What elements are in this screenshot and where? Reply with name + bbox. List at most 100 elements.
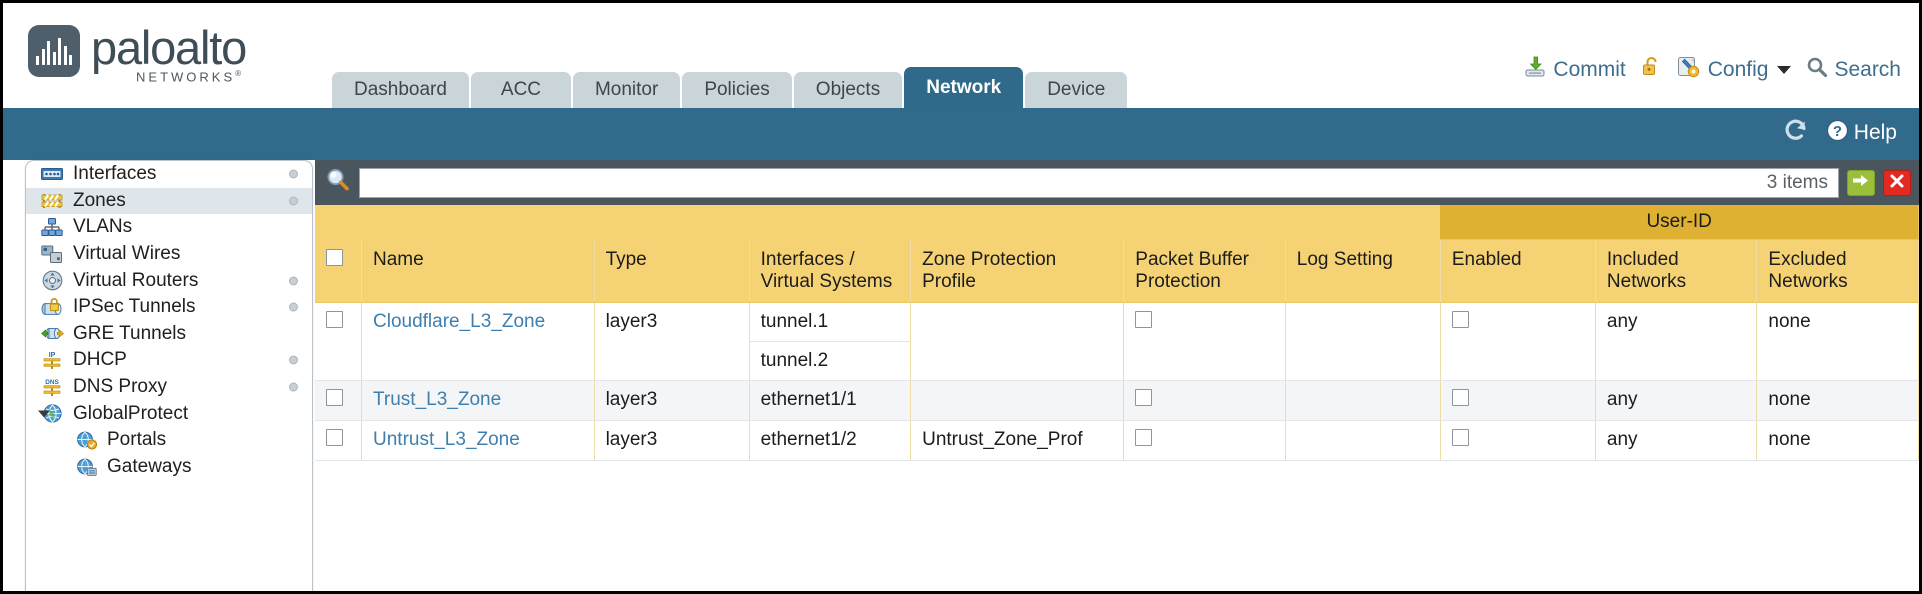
tab-acc[interactable]: ACC [470, 72, 571, 108]
cell-interfaces: tunnel.1 tunnel.2 [749, 302, 912, 381]
column-header-zone-protection[interactable]: Zone Protection Profile [910, 239, 1125, 303]
group-header-userid: User-ID [1440, 205, 1919, 240]
cell-included-networks: any [1595, 302, 1758, 381]
packet-buffer-checkbox[interactable] [1135, 311, 1153, 328]
sidebar-item-vlans[interactable]: VLANs [26, 214, 312, 241]
portals-icon [74, 430, 98, 450]
userid-enabled-checkbox[interactable] [1451, 311, 1469, 328]
config-menu[interactable]: Config [1677, 55, 1792, 85]
sidebar-status-dot [289, 355, 298, 365]
cell-userid-enabled[interactable] [1440, 420, 1596, 461]
table-row[interactable]: Cloudflare_L3_Zone layer3 tunnel.1 tunne… [315, 302, 1919, 381]
sidebar-item-virtual-wires[interactable]: Virtual Wires [26, 241, 312, 268]
sidebar-item-gateways[interactable]: Gateways [26, 454, 312, 481]
column-header-excluded[interactable]: Excluded Networks [1756, 239, 1919, 303]
commit-button[interactable]: Commit [1523, 55, 1626, 85]
zone-name-link[interactable]: Untrust_L3_Zone [373, 429, 520, 450]
column-header-packet-buffer[interactable]: Packet Buffer Protection [1123, 239, 1286, 303]
interfaces-icon [40, 164, 64, 184]
context-toolbar-band: ? Help [3, 108, 1919, 160]
packet-buffer-checkbox[interactable] [1135, 429, 1153, 446]
cell-name[interactable]: Untrust_L3_Zone [361, 420, 595, 461]
refresh-icon[interactable] [1782, 118, 1810, 148]
tab-device[interactable]: Device [1025, 72, 1128, 108]
packet-buffer-checkbox[interactable] [1135, 389, 1153, 406]
tab-objects[interactable]: Objects [793, 72, 903, 108]
column-header-interfaces[interactable]: Interfaces / Virtual Systems [749, 239, 912, 303]
cell-userid-enabled[interactable] [1440, 302, 1596, 381]
column-header-name[interactable]: Name [361, 239, 595, 303]
search-button[interactable]: Search [1806, 56, 1901, 84]
sidebar-item-portals[interactable]: Portals [26, 427, 312, 454]
userid-enabled-checkbox[interactable] [1451, 389, 1469, 406]
help-button[interactable]: ? Help [1826, 119, 1897, 148]
table-row[interactable]: Trust_L3_Zone layer3 ethernet1/1 any [315, 380, 1919, 421]
tab-network[interactable]: Network [904, 67, 1024, 108]
cell-type: layer3 [594, 420, 750, 461]
clear-filter-x-icon [1889, 173, 1905, 193]
column-header-type[interactable]: Type [594, 239, 750, 303]
clear-filter-button[interactable] [1883, 169, 1911, 196]
cell-excluded-networks: none [1756, 302, 1919, 381]
zone-name-link[interactable]: Cloudflare_L3_Zone [373, 311, 546, 332]
tab-policies[interactable]: Policies [682, 72, 792, 108]
sidebar-item-ipsec-tunnels[interactable]: IPSec Tunnels [26, 294, 312, 321]
filter-input-wrapper[interactable]: 3 items [359, 167, 1839, 198]
cell-excluded-networks: none [1756, 380, 1919, 421]
table-body: Cloudflare_L3_Zone layer3 tunnel.1 tunne… [315, 302, 1919, 461]
cell-userid-enabled[interactable] [1440, 380, 1596, 421]
cell-included-networks: any [1595, 420, 1758, 461]
tab-monitor[interactable]: Monitor [572, 72, 681, 108]
sidebar-item-dhcp[interactable]: IP DHCP [26, 347, 312, 374]
column-header-enabled[interactable]: Enabled [1440, 239, 1596, 303]
chevron-down-icon[interactable] [38, 410, 50, 418]
row-select-cell[interactable] [315, 420, 362, 461]
cell-packet-buffer[interactable] [1123, 380, 1286, 421]
sidebar-item-interfaces[interactable]: Interfaces [26, 161, 312, 188]
userid-enabled-checkbox[interactable] [1451, 429, 1469, 446]
sidebar-item-virtual-routers[interactable]: Virtual Routers [26, 267, 312, 294]
cell-zone-protection [910, 380, 1125, 421]
cell-name[interactable]: Trust_L3_Zone [361, 380, 595, 421]
column-header-included[interactable]: Included Networks [1595, 239, 1758, 303]
cell-log-setting [1285, 420, 1441, 461]
lock-button[interactable] [1641, 55, 1662, 85]
virtual-routers-icon [40, 270, 64, 291]
row-checkbox[interactable] [326, 389, 343, 406]
zones-barrier-icon [40, 191, 64, 211]
cell-packet-buffer[interactable] [1123, 302, 1286, 381]
sidebar-label-gre-tunnels: GRE Tunnels [73, 322, 186, 344]
tab-dashboard[interactable]: Dashboard [332, 72, 469, 108]
zones-table: User-ID Name Type Interfaces / Virtual S… [315, 205, 1919, 461]
row-select-cell[interactable] [315, 302, 362, 381]
search-magnifier-icon[interactable] [325, 167, 351, 198]
cell-interfaces: ethernet1/1 [749, 380, 912, 421]
table-row[interactable]: Untrust_L3_Zone layer3 ethernet1/2 Untru… [315, 420, 1919, 461]
help-question-icon: ? [1826, 119, 1849, 148]
sidebar-label-globalprotect: GlobalProtect [73, 402, 189, 424]
gre-tunnels-icon [40, 324, 64, 344]
cell-log-setting [1285, 302, 1441, 381]
config-label: Config [1707, 58, 1769, 81]
table-header: User-ID Name Type Interfaces / Virtual S… [315, 205, 1919, 303]
sidebar-item-dns-proxy[interactable]: DNS DNS Proxy [26, 374, 312, 401]
row-checkbox[interactable] [326, 311, 343, 328]
row-select-cell[interactable] [315, 380, 362, 421]
sidebar-label-gateways: Gateways [107, 455, 192, 477]
sidebar-item-gre-tunnels[interactable]: GRE Tunnels [26, 321, 312, 348]
top-header-bar: paloalto NETWORKS® Dashboard ACC Monitor… [3, 3, 1919, 108]
sidebar-item-globalprotect[interactable]: GlobalProtect [26, 400, 312, 427]
sidebar-label-portals: Portals [107, 429, 167, 451]
apply-filter-button[interactable] [1847, 169, 1875, 196]
sidebar-label-dns-proxy: DNS Proxy [73, 376, 167, 398]
table-group-header-row: User-ID [315, 205, 1919, 240]
row-checkbox[interactable] [326, 429, 343, 446]
column-header-log-setting[interactable]: Log Setting [1285, 239, 1441, 303]
brand-logo[interactable]: paloalto NETWORKS® [28, 21, 247, 84]
zone-name-link[interactable]: Trust_L3_Zone [373, 389, 502, 410]
cell-packet-buffer[interactable] [1123, 420, 1286, 461]
cell-name[interactable]: Cloudflare_L3_Zone [361, 302, 595, 381]
column-header-select-all[interactable] [315, 239, 362, 303]
sidebar-item-zones[interactable]: Zones [26, 187, 312, 215]
select-all-checkbox[interactable] [326, 248, 343, 266]
